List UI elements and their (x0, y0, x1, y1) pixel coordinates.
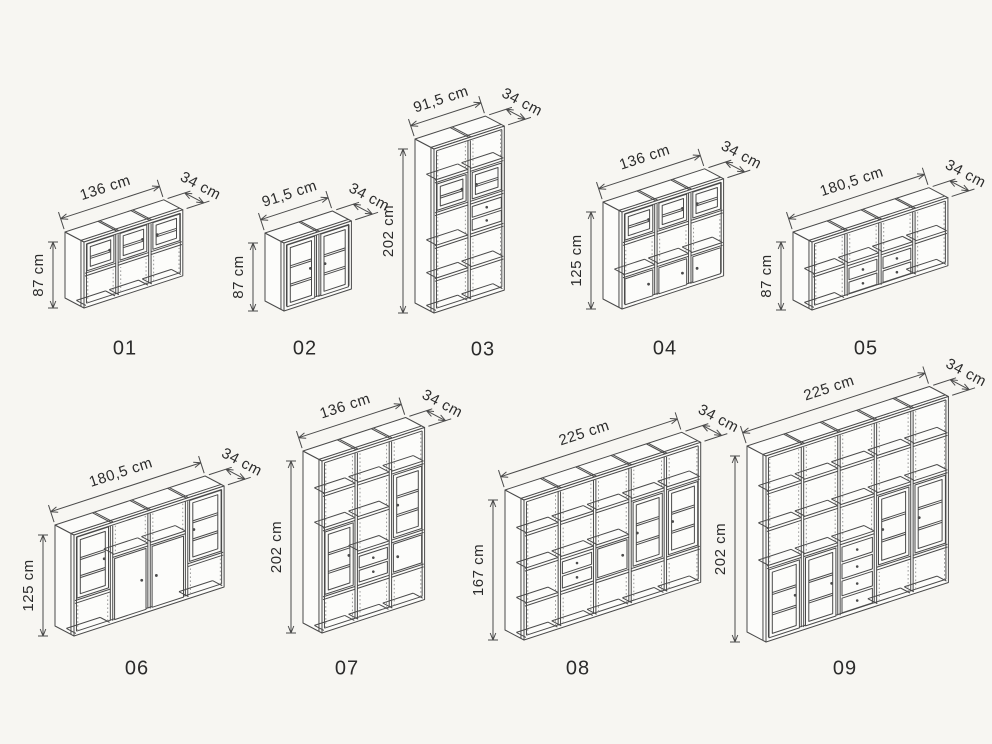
svg-text:87 cm: 87 cm (30, 253, 47, 296)
svg-text:34 cm: 34 cm (943, 355, 989, 390)
svg-text:202 cm: 202 cm (268, 521, 285, 573)
cabinet-02-figure (264, 210, 352, 312)
cabinet-05-label: 05 (853, 337, 879, 360)
cabinet-05-figure (792, 187, 949, 311)
cabinet-07-label: 07 (334, 657, 360, 680)
svg-text:136 cm: 136 cm (617, 141, 672, 173)
cabinet-08-label: 08 (565, 657, 591, 680)
cabinet-04-label: 04 (652, 337, 678, 360)
cabinet-06-figure (54, 475, 225, 637)
svg-text:125 cm: 125 cm (568, 234, 585, 286)
svg-text:180,5 cm: 180,5 cm (818, 164, 886, 201)
svg-text:225 cm: 225 cm (557, 417, 612, 449)
svg-text:34 cm: 34 cm (942, 156, 988, 191)
cabinet-09-label: 09 (832, 657, 858, 680)
svg-text:34 cm: 34 cm (419, 386, 465, 421)
cabinet-04-figure (602, 168, 725, 310)
svg-text:87 cm: 87 cm (758, 254, 775, 297)
cabinet-06-label: 06 (124, 657, 150, 680)
svg-text:34 cm: 34 cm (499, 85, 545, 120)
cabinet-01-figure (64, 199, 184, 309)
cabinet-03-figure (414, 115, 505, 314)
svg-text:136 cm: 136 cm (318, 390, 373, 422)
svg-text:91,5 cm: 91,5 cm (260, 177, 319, 211)
svg-text:87 cm: 87 cm (230, 255, 247, 298)
svg-text:202 cm: 202 cm (380, 205, 397, 257)
cabinet-08-figure (504, 431, 702, 641)
svg-text:34 cm: 34 cm (718, 137, 764, 172)
cabinet-03-label: 03 (470, 338, 496, 361)
cabinet-09-figure (746, 386, 949, 643)
svg-text:34 cm: 34 cm (177, 168, 223, 203)
cabinet-02-label: 02 (292, 337, 318, 360)
cabinet-07-figure (302, 417, 426, 634)
svg-text:91,5 cm: 91,5 cm (411, 83, 470, 117)
svg-text:225 cm: 225 cm (802, 372, 857, 404)
svg-text:34 cm: 34 cm (219, 445, 265, 480)
svg-text:180,5 cm: 180,5 cm (87, 454, 155, 491)
svg-text:34 cm: 34 cm (695, 401, 741, 436)
svg-text:202 cm: 202 cm (712, 523, 729, 575)
cabinet-01-label: 01 (112, 337, 138, 360)
svg-text:167 cm: 167 cm (470, 544, 487, 596)
svg-text:125 cm: 125 cm (20, 559, 37, 611)
svg-text:136 cm: 136 cm (78, 172, 133, 204)
